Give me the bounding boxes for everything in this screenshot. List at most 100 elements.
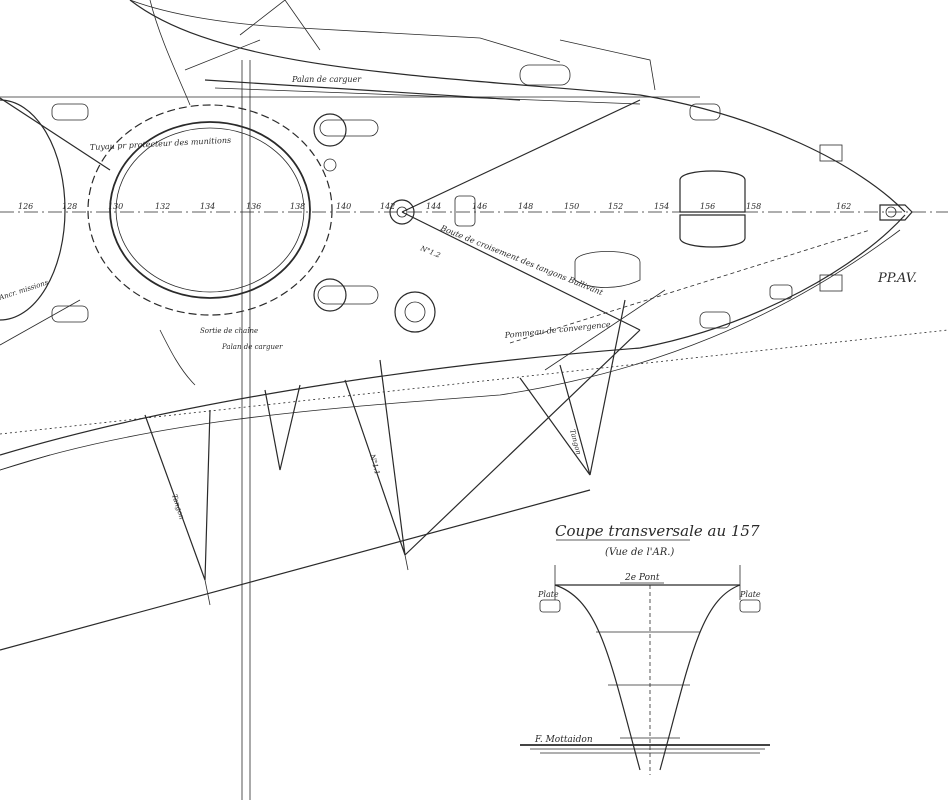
label-tangon-4: N°1.2 [418,244,442,260]
winch-drum [394,291,436,333]
forecastle-break-bottom [159,329,196,386]
frame-146: 146 [472,202,487,211]
fairlead-1 [319,119,379,137]
label-ppav: PP.AV. [877,271,917,286]
fitting-4 [819,274,843,292]
fairlead-2 [317,285,379,305]
boom-upper-2 [214,87,641,105]
stem-fitting [879,204,913,221]
boom-v-2 [264,384,301,471]
davit-2 [284,0,321,51]
label-palan-de-carguer-low: Palan de carguer [221,343,283,351]
label-palan-de-carguer-top: Palan de carguer [291,75,362,84]
boom-aft-stub [0,454,51,471]
plate-left-box [539,599,561,613]
capstan-core [396,206,408,218]
upper-deck-edge [129,0,561,63]
barbette-ring [109,121,311,299]
boat-chock-1 [519,64,571,86]
waterline-diagonal [0,329,948,435]
frame-156: 156 [700,202,715,211]
rigging-line-1 [0,97,111,171]
section-pont-label: 2e Pont [624,573,660,583]
boat-chock-2 [689,103,721,121]
hull-lower-edge-outer [0,229,901,471]
frame-130: 130 [108,202,123,211]
net-booms [0,289,666,651]
stay-to-bow [401,99,641,213]
frame-126: 126 [18,202,33,211]
plate-right-label: Plate [739,590,761,599]
label-tangon-2: Tangon [170,493,186,521]
boom-cross-1 [404,329,641,556]
section-title: Coupe transversale au 157 [555,522,760,540]
signature: F. Mottaidon [534,735,593,745]
hatch-2 [51,305,89,323]
bollard-1 [313,113,347,147]
section-hull-left [554,584,641,771]
frame-154: 154 [654,202,669,211]
bow-superstructure [559,39,656,91]
frame-162: 162 [836,202,851,211]
frame-148: 148 [518,202,533,211]
hatch-1 [51,103,89,121]
fitting-3 [819,144,843,162]
frame-142: 142 [380,202,395,211]
frame-152: 152 [608,202,623,211]
hatch-forward [574,251,641,288]
fitting-2 [769,284,793,300]
aft-turret-ring [0,99,66,321]
chain-locker-upper [679,170,746,213]
boom-cross-2 [589,299,626,476]
frame-150: 150 [564,202,579,211]
boom-tip-2 [404,554,409,571]
lower-boom-line [0,489,591,651]
section-subtitle: (Vue de l'AR.) [605,547,674,558]
label-tangon-1: Tangon [568,428,583,456]
forecastle-break-top [149,0,191,106]
label-tuyau: Tuyau pr protecteur des munitions [90,136,232,152]
winch-drum-inner [404,301,426,323]
hull-upper-edge [129,0,906,213]
frame-144: 144 [426,202,441,211]
rigging-line-2 [0,299,81,346]
frame-132: 132 [155,202,170,211]
ventilator-1 [454,195,476,227]
cross-section-inset: Coupe transversale au 157 (Vue de l'AR.)… [520,522,770,775]
plate-right-box [739,599,761,613]
frame-138: 138 [290,202,305,211]
fitting-1 [323,158,337,172]
frame-128: 128 [62,202,77,211]
frame-134: 134 [200,202,215,211]
label-left-missions: Ancr. missions [0,278,50,302]
barbette-outer-dashed [87,104,333,316]
frame-numbers: 126 128 130 132 134 136 138 140 142 144 … [18,202,851,211]
label-sortie-de-chaine: Sortie de chaîne [200,327,258,335]
boom-upper [204,79,521,101]
frame-158: 158 [746,202,761,211]
boom-v-4 [519,364,591,476]
stay-crossing [401,211,641,331]
stem-ring [885,206,897,218]
construction-lines [0,60,948,800]
boom-cross-3 [544,289,666,371]
rigging [0,0,871,346]
plate-left-label: Plate [537,590,559,599]
turret-barbette [0,99,333,321]
frame-140: 140 [336,202,351,211]
plan-labels: Palan de carguer Tuyau pr protecteur des… [0,75,917,521]
bollard-2 [313,278,347,312]
deck-fittings [51,64,913,333]
boat-chock-3 [699,311,731,329]
label-bout-de-ecoute: Boute de croisement des tangons Bullivan… [438,223,605,297]
davit-1 [239,0,286,36]
chain-locker-lower [679,214,746,248]
boom-tip-1 [204,579,211,606]
davit-3 [184,39,261,71]
frame-136: 136 [246,202,261,211]
section-hull-right [659,584,741,771]
label-tangon-3: N°1.1 [368,452,381,475]
barbette-inner [115,127,305,293]
capstan-center [389,199,415,225]
